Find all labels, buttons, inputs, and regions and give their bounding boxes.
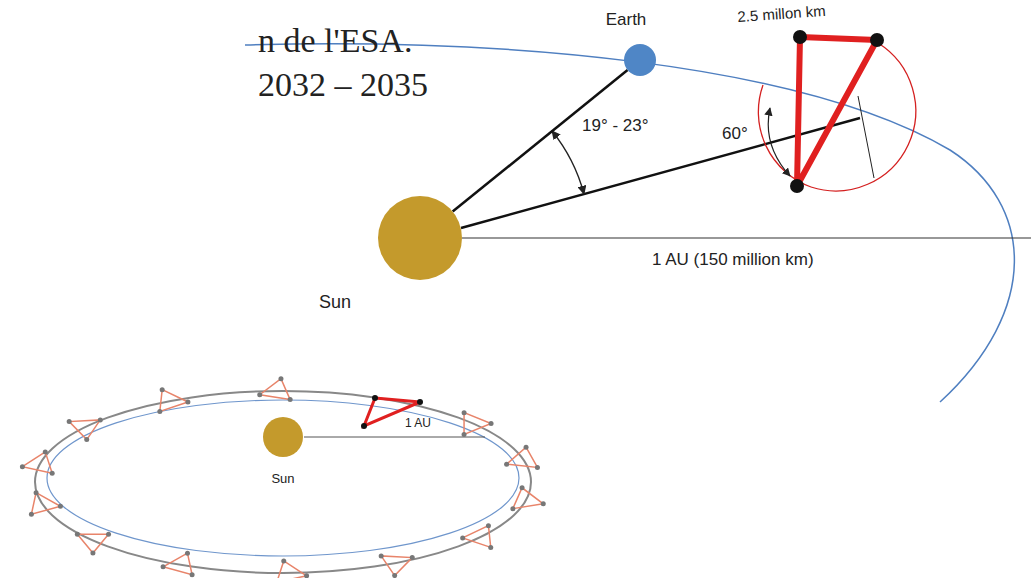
au-line [462, 237, 1031, 238]
angle-arc [768, 108, 790, 176]
orbit-triangle [277, 561, 307, 578]
earth-planet: Earth [624, 44, 656, 76]
spacecraft-dot [462, 410, 467, 415]
sun-star [263, 417, 303, 457]
circle-outline [378, 196, 462, 280]
spacecraft-dot [98, 417, 103, 422]
spacecraft-dot [392, 573, 397, 578]
orbit-triangle [22, 452, 52, 473]
node-label: Sun [319, 292, 351, 313]
angle-arc [552, 131, 584, 194]
spacecraft-dot [75, 532, 80, 537]
spacecraft-dot [278, 376, 283, 381]
spacecraft-dot [379, 553, 384, 558]
spacecraft-dot [520, 485, 525, 490]
inclination-line [858, 96, 874, 178]
spacecraft-dot [157, 409, 162, 414]
orbit-triangle [513, 488, 543, 509]
circle-outline [263, 417, 303, 457]
orbit-triangle [463, 526, 491, 548]
spacecraft-dot [281, 558, 286, 563]
node-label: Sun [271, 471, 294, 486]
spacecraft-dot [524, 445, 529, 450]
earth-planet [624, 44, 656, 76]
spacecraft-dot [489, 421, 494, 426]
angle-label: 19° - 23° [582, 116, 649, 136]
earth-orbit [47, 400, 519, 556]
au-line [304, 437, 485, 438]
spacecraft-dot [67, 419, 72, 424]
orbit-triangle [163, 553, 192, 575]
orbit-triangle [260, 379, 290, 400]
spacecraft-dot [43, 449, 48, 454]
circle-outline [624, 44, 656, 76]
spacecraft-dot [535, 465, 540, 470]
spacecraft-dot [185, 399, 190, 404]
spacecraft-dot [460, 535, 465, 540]
distance-label: 1 AU [405, 416, 431, 430]
spacecraft-dot [288, 397, 293, 402]
spacecraft-dot [58, 504, 63, 509]
spacecraft-dot [190, 572, 195, 577]
constellation-path [35, 391, 531, 573]
spacecraft-dot [34, 490, 39, 495]
spacecraft-dot [462, 432, 467, 437]
node-label: Earth [606, 10, 647, 30]
distance-label: 1 AU (150 million km) [652, 250, 814, 270]
orbit-triangle [160, 390, 188, 412]
sun-star: Sun [378, 196, 462, 280]
orbit-triangle [507, 447, 538, 467]
spacecraft-dot [106, 532, 111, 537]
orbit-triangle [464, 413, 491, 435]
spacecraft-dot [161, 564, 166, 569]
spacecraft-dot [84, 437, 89, 442]
slide-text: 2032 – 2035 [258, 66, 428, 104]
orbit-triangles [20, 376, 546, 578]
spacecraft-dot [510, 506, 515, 511]
dimension-label: 2.5 millon km [737, 2, 826, 25]
orbit-triangle [77, 534, 108, 553]
spacecraft-dot [488, 545, 493, 550]
spacecraft-dot [29, 512, 34, 517]
spacecraft-dot [257, 392, 262, 397]
orbit-triangle [31, 493, 60, 515]
spacecraft-dot [160, 387, 165, 392]
spacecraft-dot [486, 523, 491, 528]
spacecraft-dot [185, 551, 190, 556]
spacecraft-dot [541, 501, 546, 506]
spacecraft-dot [90, 551, 95, 556]
spacecraft-dot [20, 464, 25, 469]
spacecraft-dot [50, 471, 55, 476]
slide-text: n de l'ESA. [258, 22, 412, 60]
spacecraft-dot [504, 462, 509, 467]
orbit-triangle [69, 420, 100, 440]
sun-star: Sun [263, 417, 303, 457]
spacecraft-dot [410, 555, 415, 560]
spacecraft-dot [304, 573, 309, 578]
sun-star [378, 196, 462, 280]
angle-label: 60° [722, 124, 748, 144]
sun-earth-line [453, 70, 628, 212]
orbit-triangle [381, 556, 412, 576]
spacecraft-triangle [790, 30, 884, 193]
earth-orbit [245, 44, 1014, 402]
